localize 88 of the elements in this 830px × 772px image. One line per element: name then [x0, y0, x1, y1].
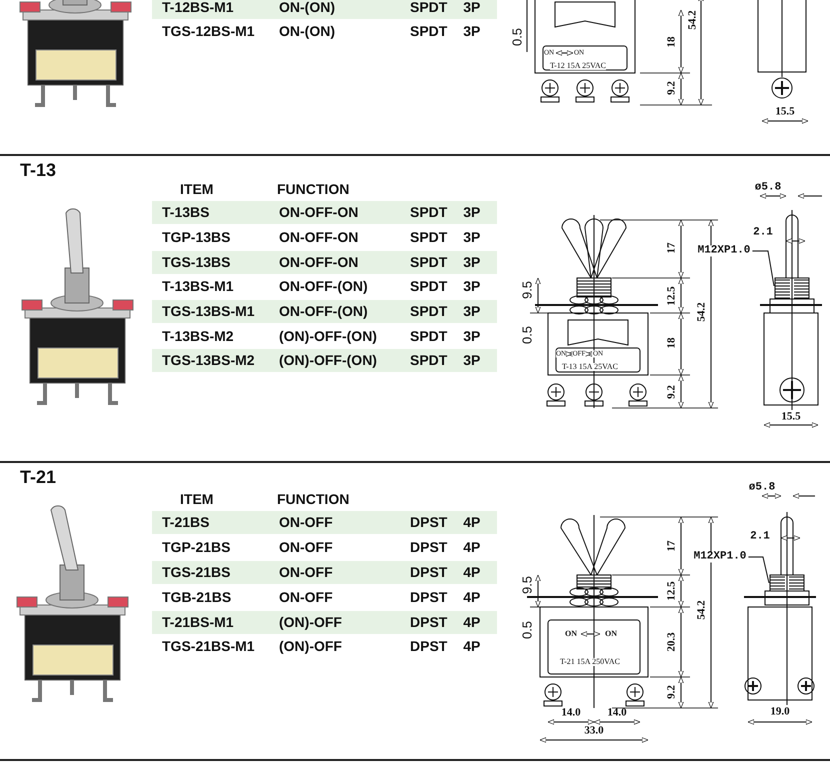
- contact-type: DPST 4P: [410, 565, 480, 579]
- panel-marking: T-21 15A 250VAC: [560, 658, 620, 666]
- dimension-label: 19.0: [770, 706, 790, 718]
- function-text: ON-OFF-ON: [279, 230, 358, 244]
- dimension-label: 9.2: [666, 385, 678, 399]
- dimension-label: 15.5: [781, 412, 801, 422]
- contact-type: SPDT 3P: [410, 329, 480, 343]
- contact-type: DPST 4P: [410, 615, 480, 629]
- panel-marking: ON: [565, 630, 577, 638]
- dimension-label: 12.5: [666, 581, 678, 601]
- contact-type: DPST 4P: [410, 639, 480, 653]
- dimension-label: 0.5: [520, 326, 534, 344]
- model-number: TGS-12BS-M1: [162, 24, 255, 38]
- dimension-label: ø5.8: [748, 482, 776, 494]
- column-header: ITEM: [180, 182, 214, 196]
- model-number: TGP-13BS: [162, 230, 230, 244]
- section-heading: T-13: [20, 161, 56, 179]
- function-text: ON-OFF: [279, 565, 333, 579]
- dimension-label: 18: [666, 338, 678, 348]
- dimension-label: 0.5: [510, 28, 524, 46]
- panel-marking: T-13 15A 25VAC: [562, 363, 618, 371]
- contact-type: SPDT 3P: [410, 230, 480, 244]
- leader-line: [748, 556, 770, 584]
- column-header: FUNCTION: [277, 492, 350, 506]
- contact-type: DPST 4P: [410, 540, 480, 554]
- dimension-label: 12.5: [666, 286, 678, 306]
- dimension-label: 54.2: [696, 302, 708, 322]
- dimension-label: 2.1: [753, 228, 773, 238]
- model-number: T-12BS-M1: [162, 0, 234, 14]
- dimension-label: 9.5: [520, 280, 534, 300]
- function-text: ON-OFF-(ON): [279, 304, 368, 318]
- model-number: T-13BS: [162, 205, 210, 219]
- dimension-label: 20.3: [666, 632, 678, 652]
- contact-type: DPST 4P: [410, 590, 480, 604]
- section-heading: T-21: [20, 468, 56, 486]
- function-text: (ON)-OFF: [279, 615, 342, 629]
- contact-type: SPDT 3P: [410, 304, 480, 318]
- panel-marking: T-12 15A 25VAC: [550, 62, 606, 70]
- model-number: TGP-21BS: [162, 540, 230, 554]
- dimension-label: 9.2: [666, 81, 678, 95]
- dimension-label: 33.0: [584, 726, 604, 736]
- column-header: FUNCTION: [277, 182, 350, 196]
- function-text: ON-OFF-ON: [279, 255, 358, 269]
- model-number: TGS-13BS-M2: [162, 353, 255, 367]
- model-number: T-21BS-M1: [162, 615, 234, 629]
- contact-type: SPDT 3P: [410, 279, 480, 293]
- function-text: ON-OFF-ON: [279, 205, 358, 219]
- function-text: ON-(ON): [279, 24, 335, 38]
- function-text: (ON)-OFF: [279, 639, 342, 653]
- function-text: ON-OFF: [279, 515, 333, 529]
- model-number: TGS-13BS: [162, 255, 230, 269]
- model-number: T-13BS-M1: [162, 279, 234, 293]
- function-text: (ON)-OFF-(ON): [279, 329, 377, 343]
- function-text: (ON)-OFF-(ON): [279, 353, 377, 367]
- dimension-label: 9.2: [666, 685, 678, 699]
- contact-type: SPDT 3P: [410, 353, 480, 367]
- model-number: TGS-21BS: [162, 565, 230, 579]
- model-number: TGS-21BS-M1: [162, 639, 255, 653]
- panel-marking: ON: [605, 630, 617, 638]
- dimension-label: 18: [666, 36, 678, 48]
- dimension-label: 2.1: [750, 532, 770, 542]
- model-number: TGS-13BS-M1: [162, 304, 255, 318]
- contact-type: SPDT 3P: [410, 255, 480, 269]
- dimension-label: 14.0: [561, 708, 581, 718]
- thread-callout: M12XP1.0: [694, 552, 746, 562]
- function-text: ON-OFF-(ON): [279, 279, 368, 293]
- leader-line: [752, 250, 774, 286]
- function-text: ON-(ON): [279, 0, 335, 14]
- dimension-label: 54.2: [688, 10, 698, 30]
- contact-type: SPDT 3P: [410, 24, 480, 38]
- dimension-label: 14.0: [607, 708, 627, 718]
- column-header: ITEM: [180, 492, 214, 506]
- function-text: ON-OFF: [279, 540, 333, 554]
- model-number: T-13BS-M2: [162, 329, 234, 343]
- dimension-label: 17: [666, 540, 678, 552]
- dimension-label: 54.2: [696, 600, 708, 620]
- dimension-label: 0.5: [520, 620, 534, 640]
- contact-type: SPDT 3P: [410, 205, 480, 219]
- contact-type: DPST 4P: [410, 515, 480, 529]
- model-number: T-21BS: [162, 515, 210, 529]
- model-number: TGB-21BS: [162, 590, 232, 604]
- function-text: ON-OFF: [279, 590, 333, 604]
- dimension-label: 17: [666, 242, 678, 254]
- contact-type: SPDT 3P: [410, 0, 480, 14]
- dimension-label: 9.5: [520, 576, 534, 594]
- dimension-label: ø5.8: [754, 182, 782, 194]
- dimension-label: 15.5: [775, 106, 795, 118]
- thread-callout: M12XP1.0: [698, 246, 750, 256]
